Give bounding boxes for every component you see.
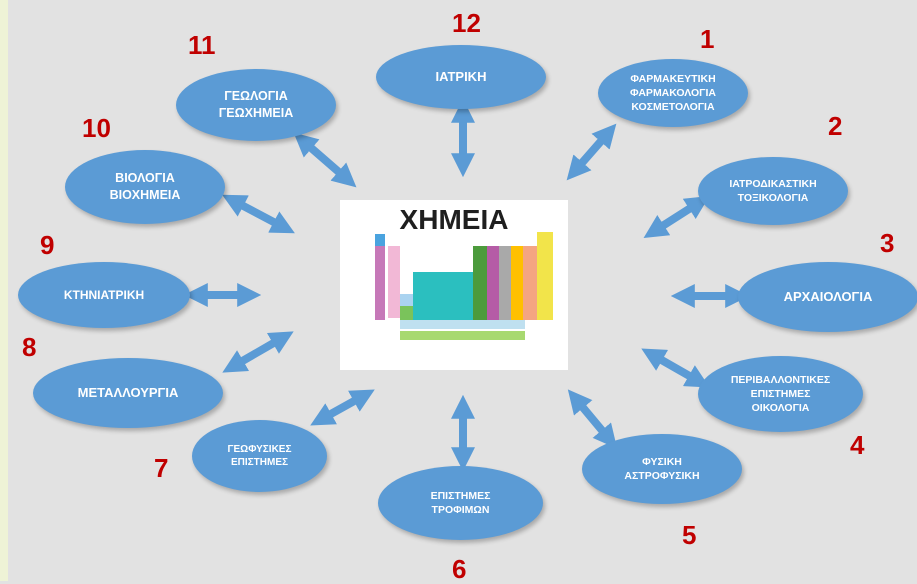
field-number-8: 8 (22, 332, 37, 362)
field-label-8: ΜΕΤΑΛΛΟΥΡΓΙΑ (77, 385, 179, 401)
field-label-2: ΙΑΤΡΟΔΙΚΑΣΤΙΚΗ ΤΟΞΙΚΟΛΟΓΙΑ (729, 177, 817, 204)
arrow-field-11 (293, 132, 357, 188)
field-node-8: ΜΕΤΑΛΛΟΥΡΓΙΑ (33, 358, 223, 428)
field-number-12: 12 (452, 8, 481, 38)
field-label-5: ΦΥΣΙΚΗ ΑΣΤΡΟΦΥΣΙΚΗ (624, 455, 700, 482)
field-number-10: 10 (82, 113, 111, 143)
field-node-11: ΓΕΩΛΟΓΙΑ ΓΕΩΧΗΜΕΙΑ (176, 69, 336, 141)
center-title: ΧΗΜΕΙΑ (399, 204, 509, 235)
field-label-11: ΓΕΩΛΟΓΙΑ ΓΕΩΧΗΜΕΙΑ (218, 89, 294, 120)
field-node-2: ΙΑΤΡΟΔΙΚΑΣΤΙΚΗ ΤΟΞΙΚΟΛΟΓΙΑ (698, 157, 848, 225)
field-node-3: ΑΡΧΑΙΟΛΟΓΙΑ (738, 262, 917, 332)
field-number-9: 9 (40, 230, 55, 260)
field-label-7: ΓΕΩΦΥΣΙΚΕΣ ΕΠΙΣΤΗΜΕΣ (227, 443, 292, 469)
field-number-6: 6 (452, 554, 467, 584)
field-label-12: ΙΑΤΡΙΚΗ (435, 69, 487, 85)
arrow-field-4 (641, 348, 710, 388)
field-label-3: ΑΡΧΑΙΟΛΟΓΙΑ (783, 289, 873, 305)
field-label-6: ΕΠΙΣΤΗΜΕΣ ΤΡΟΦΙΜΩΝ (430, 489, 491, 516)
field-number-2: 2 (828, 111, 843, 141)
arrow-field-8 (222, 331, 294, 373)
field-node-4: ΠΕΡΙΒΑΛΛΟΝΤΙΚΕΣ ΕΠΙΣΤΗΜΕΣ ΟΙΚΟΛΟΓΙΑ (698, 356, 863, 432)
field-node-1: ΦΑΡΜΑΚΕΥΤΙΚΗ ΦΑΡΜΑΚΟΛΟΓΙΑ ΚΟΣΜΕΤΟΛΟΓΙΑ (598, 59, 748, 127)
periodic-table-icon (375, 232, 553, 340)
center-chemistry-box: ΧΗΜΕΙΑ (340, 200, 568, 370)
field-number-7: 7 (154, 453, 169, 483)
field-number-5: 5 (682, 520, 697, 550)
arrow-field-1 (566, 123, 617, 181)
field-node-12: ΙΑΤΡΙΚΗ (376, 45, 546, 109)
arrow-field-10 (222, 194, 295, 234)
field-number-11: 11 (188, 30, 216, 60)
field-node-5: ΦΥΣΙΚΗ ΑΣΤΡΟΦΥΣΙΚΗ (582, 434, 742, 504)
field-label-1: ΦΑΡΜΑΚΕΥΤΙΚΗ ΦΑΡΜΑΚΟΛΟΓΙΑ ΚΟΣΜΕΤΟΛΟΓΙΑ (630, 72, 716, 114)
field-label-4: ΠΕΡΙΒΑΛΛΟΝΤΙΚΕΣ ΕΠΙΣΤΗΜΕΣ ΟΙΚΟΛΟΓΙΑ (730, 373, 831, 415)
arrow-field-7 (310, 389, 375, 426)
field-node-6: ΕΠΙΣΤΗΜΕΣ ΤΡΟΦΙΜΩΝ (378, 466, 543, 540)
field-node-9: ΚΤΗΝΙΑΤΡΙΚΗ (18, 262, 190, 328)
arrow-field-2 (643, 195, 710, 239)
field-node-7: ΓΕΩΦΥΣΙΚΕΣ ΕΠΙΣΤΗΜΕΣ (192, 420, 327, 492)
arrow-field-5 (567, 389, 618, 449)
field-node-10: ΒΙΟΛΟΓΙΑ ΒΙΟΧΗΜΕΙΑ (65, 150, 225, 224)
field-label-10: ΒΙΟΛΟΓΙΑ ΒΙΟΧΗΜΕΙΑ (109, 171, 181, 202)
field-number-1: 1 (700, 24, 715, 54)
field-number-4: 4 (850, 430, 865, 460)
left-edge-strip (0, 0, 8, 581)
field-label-9: ΚΤΗΝΙΑΤΡΙΚΗ (63, 287, 145, 302)
field-number-3: 3 (880, 228, 895, 258)
